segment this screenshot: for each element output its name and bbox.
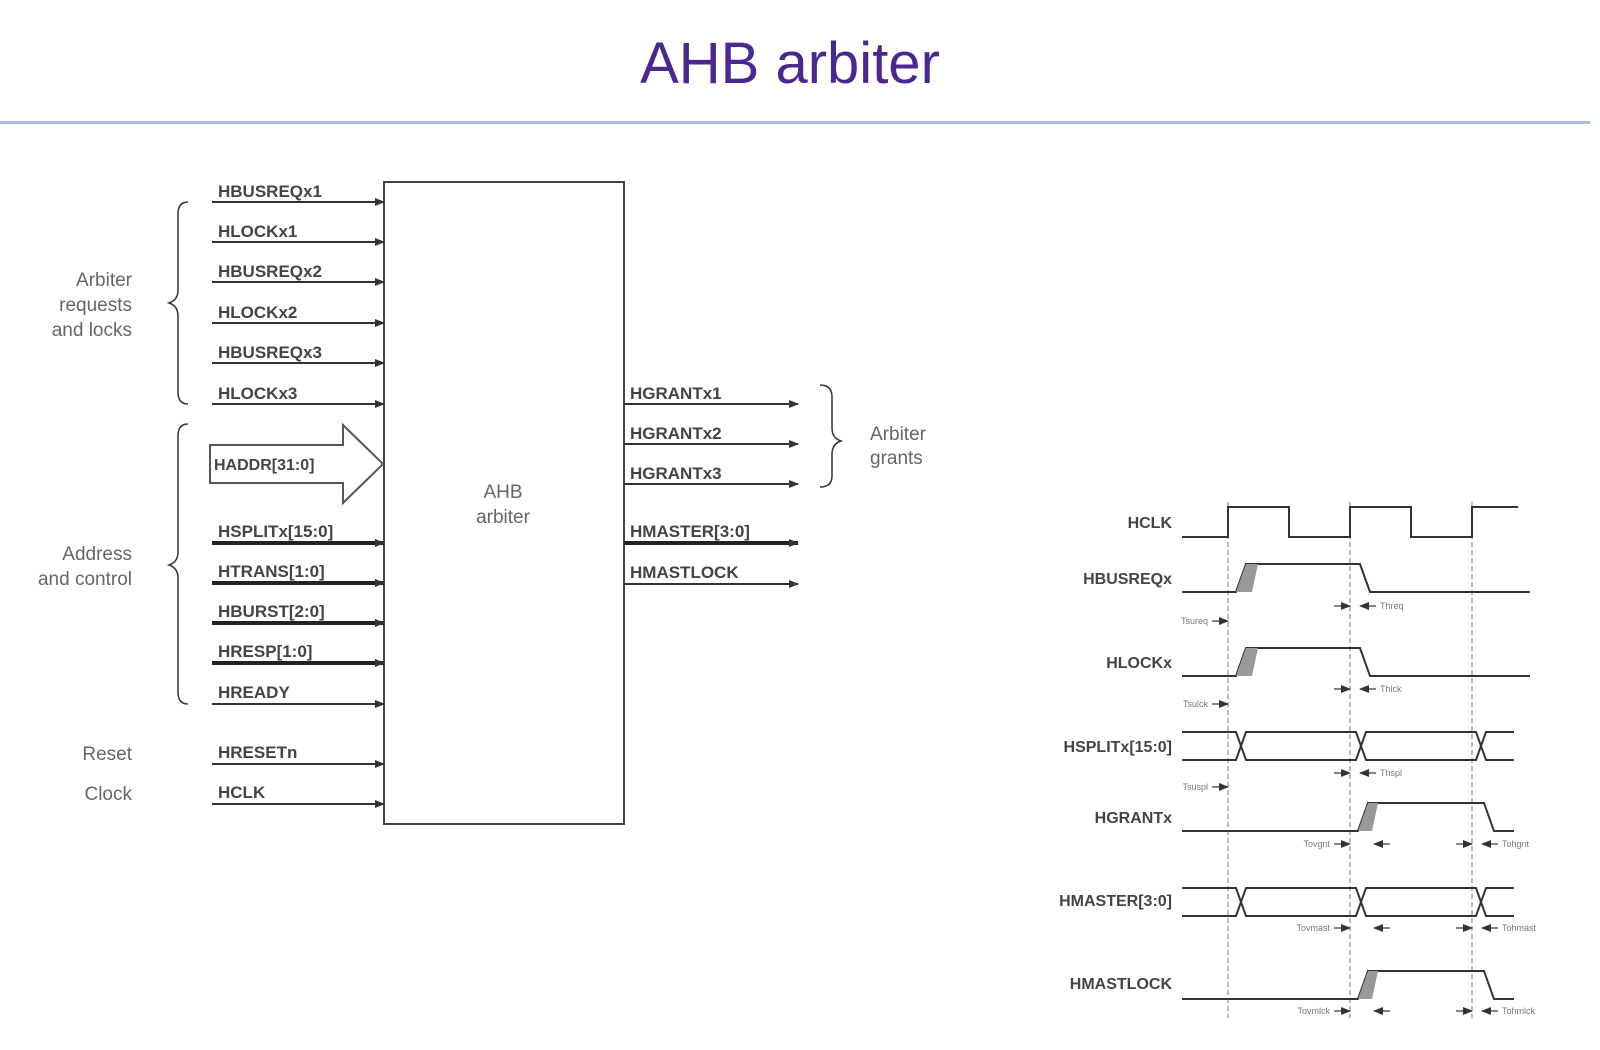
- input-label-hbusreqx1: HBUSREQx1: [218, 182, 322, 201]
- input-label-hbusreqx3: HBUSREQx3: [218, 343, 322, 362]
- wave-hbusreqx: [1182, 563, 1530, 593]
- brace-grants: [819, 384, 844, 488]
- timing-label-hlockx: HLOCKx: [1106, 655, 1172, 672]
- input-arrow-haddr: [209, 422, 385, 506]
- output-label-hgrantx3: HGRANTx3: [630, 464, 722, 483]
- slide-title: AHB arbiter: [640, 31, 940, 96]
- wave-hgrantx-shade: [1358, 803, 1378, 831]
- tlabel-threq: Threq: [1380, 601, 1404, 611]
- tlabel-thlck: Thlck: [1380, 684, 1402, 694]
- brace-requests: [166, 201, 189, 405]
- wave-hclk: [1182, 506, 1518, 538]
- group-label-reset: Reset: [82, 744, 132, 765]
- wave-hbusreqx-shade: [1236, 564, 1258, 592]
- tlabel-tohmast: Tohmast: [1502, 923, 1537, 933]
- input-label-hlockx1: HLOCKx1: [218, 222, 297, 241]
- tlabel-tohgnt: Tohgnt: [1502, 839, 1530, 849]
- group-label-address-2: and control: [38, 569, 132, 590]
- tlabel-tohmlck: Tohmlck: [1502, 1006, 1536, 1016]
- tlabel-tovmlck: Tovmlck: [1297, 1006, 1330, 1016]
- block-label-line2: arbiter: [476, 507, 531, 528]
- input-label-hclk: HCLK: [218, 783, 266, 802]
- timing-label-hsplitx: HSPLITx[15:0]: [1064, 739, 1172, 756]
- wave-hmastlock: [1182, 970, 1514, 1000]
- wave-hmastlock-shade: [1358, 971, 1378, 999]
- input-label-hburst: HBURST[2:0]: [218, 602, 325, 621]
- brace-address: [166, 423, 189, 705]
- group-label-requests-3: and locks: [52, 320, 132, 341]
- group-label-address-1: Address: [62, 544, 132, 565]
- input-label-htrans: HTRANS[1:0]: [218, 562, 325, 581]
- block-label-line1: AHB: [483, 482, 522, 503]
- group-label-requests-2: requests: [59, 295, 132, 316]
- input-label-hresetn: HRESETn: [218, 743, 297, 762]
- timing-label-hmastlock: HMASTLOCK: [1070, 976, 1173, 993]
- output-label-hgrantx1: HGRANTx1: [630, 384, 722, 403]
- wave-hgrantx: [1182, 802, 1514, 832]
- tlabel-tsulck: Tsulck: [1183, 699, 1209, 709]
- input-label-hbusreqx2: HBUSREQx2: [218, 262, 322, 281]
- input-label-hresp: HRESP[1:0]: [218, 642, 312, 661]
- input-label-hlockx3: HLOCKx3: [218, 384, 297, 403]
- input-label-haddr: HADDR[31:0]: [214, 457, 314, 474]
- timing-label-hmaster: HMASTER[3:0]: [1059, 893, 1172, 910]
- group-label-requests-1: Arbiter: [76, 270, 133, 291]
- timing-label-hclk: HCLK: [1128, 515, 1173, 532]
- group-label-clock: Clock: [84, 784, 132, 805]
- timing-label-hgrantx: HGRANTx: [1095, 810, 1172, 827]
- input-label-hlockx2: HLOCKx2: [218, 303, 297, 322]
- wave-hlockx: [1182, 647, 1530, 677]
- wave-hlockx-shade: [1236, 648, 1258, 676]
- tlabel-tovgnt: Tovgnt: [1303, 839, 1330, 849]
- wave-hmaster: [1182, 887, 1514, 917]
- output-label-hgrantx2: HGRANTx2: [630, 424, 722, 443]
- output-label-hmaster: HMASTER[3:0]: [630, 522, 750, 541]
- tlabel-tsureq: Tsureq: [1181, 616, 1208, 626]
- tlabel-tovmast: Tovmast: [1296, 923, 1330, 933]
- timing-label-hbusreqx: HBUSREQx: [1083, 571, 1172, 588]
- tlabel-tsuspl: Tsuspl: [1182, 782, 1208, 792]
- output-label-hmastlock: HMASTLOCK: [630, 563, 739, 582]
- input-label-hready: HREADY: [218, 683, 290, 702]
- tlabel-thspl: Thspl: [1380, 768, 1402, 778]
- arbiter-block: [383, 181, 625, 825]
- wave-hsplitx: [1182, 731, 1514, 761]
- group-label-grants-1: Arbiter: [870, 424, 927, 445]
- input-label-hsplitx: HSPLITx[15:0]: [218, 522, 333, 541]
- title-divider: [0, 121, 1590, 124]
- group-label-grants-2: grants: [870, 448, 923, 469]
